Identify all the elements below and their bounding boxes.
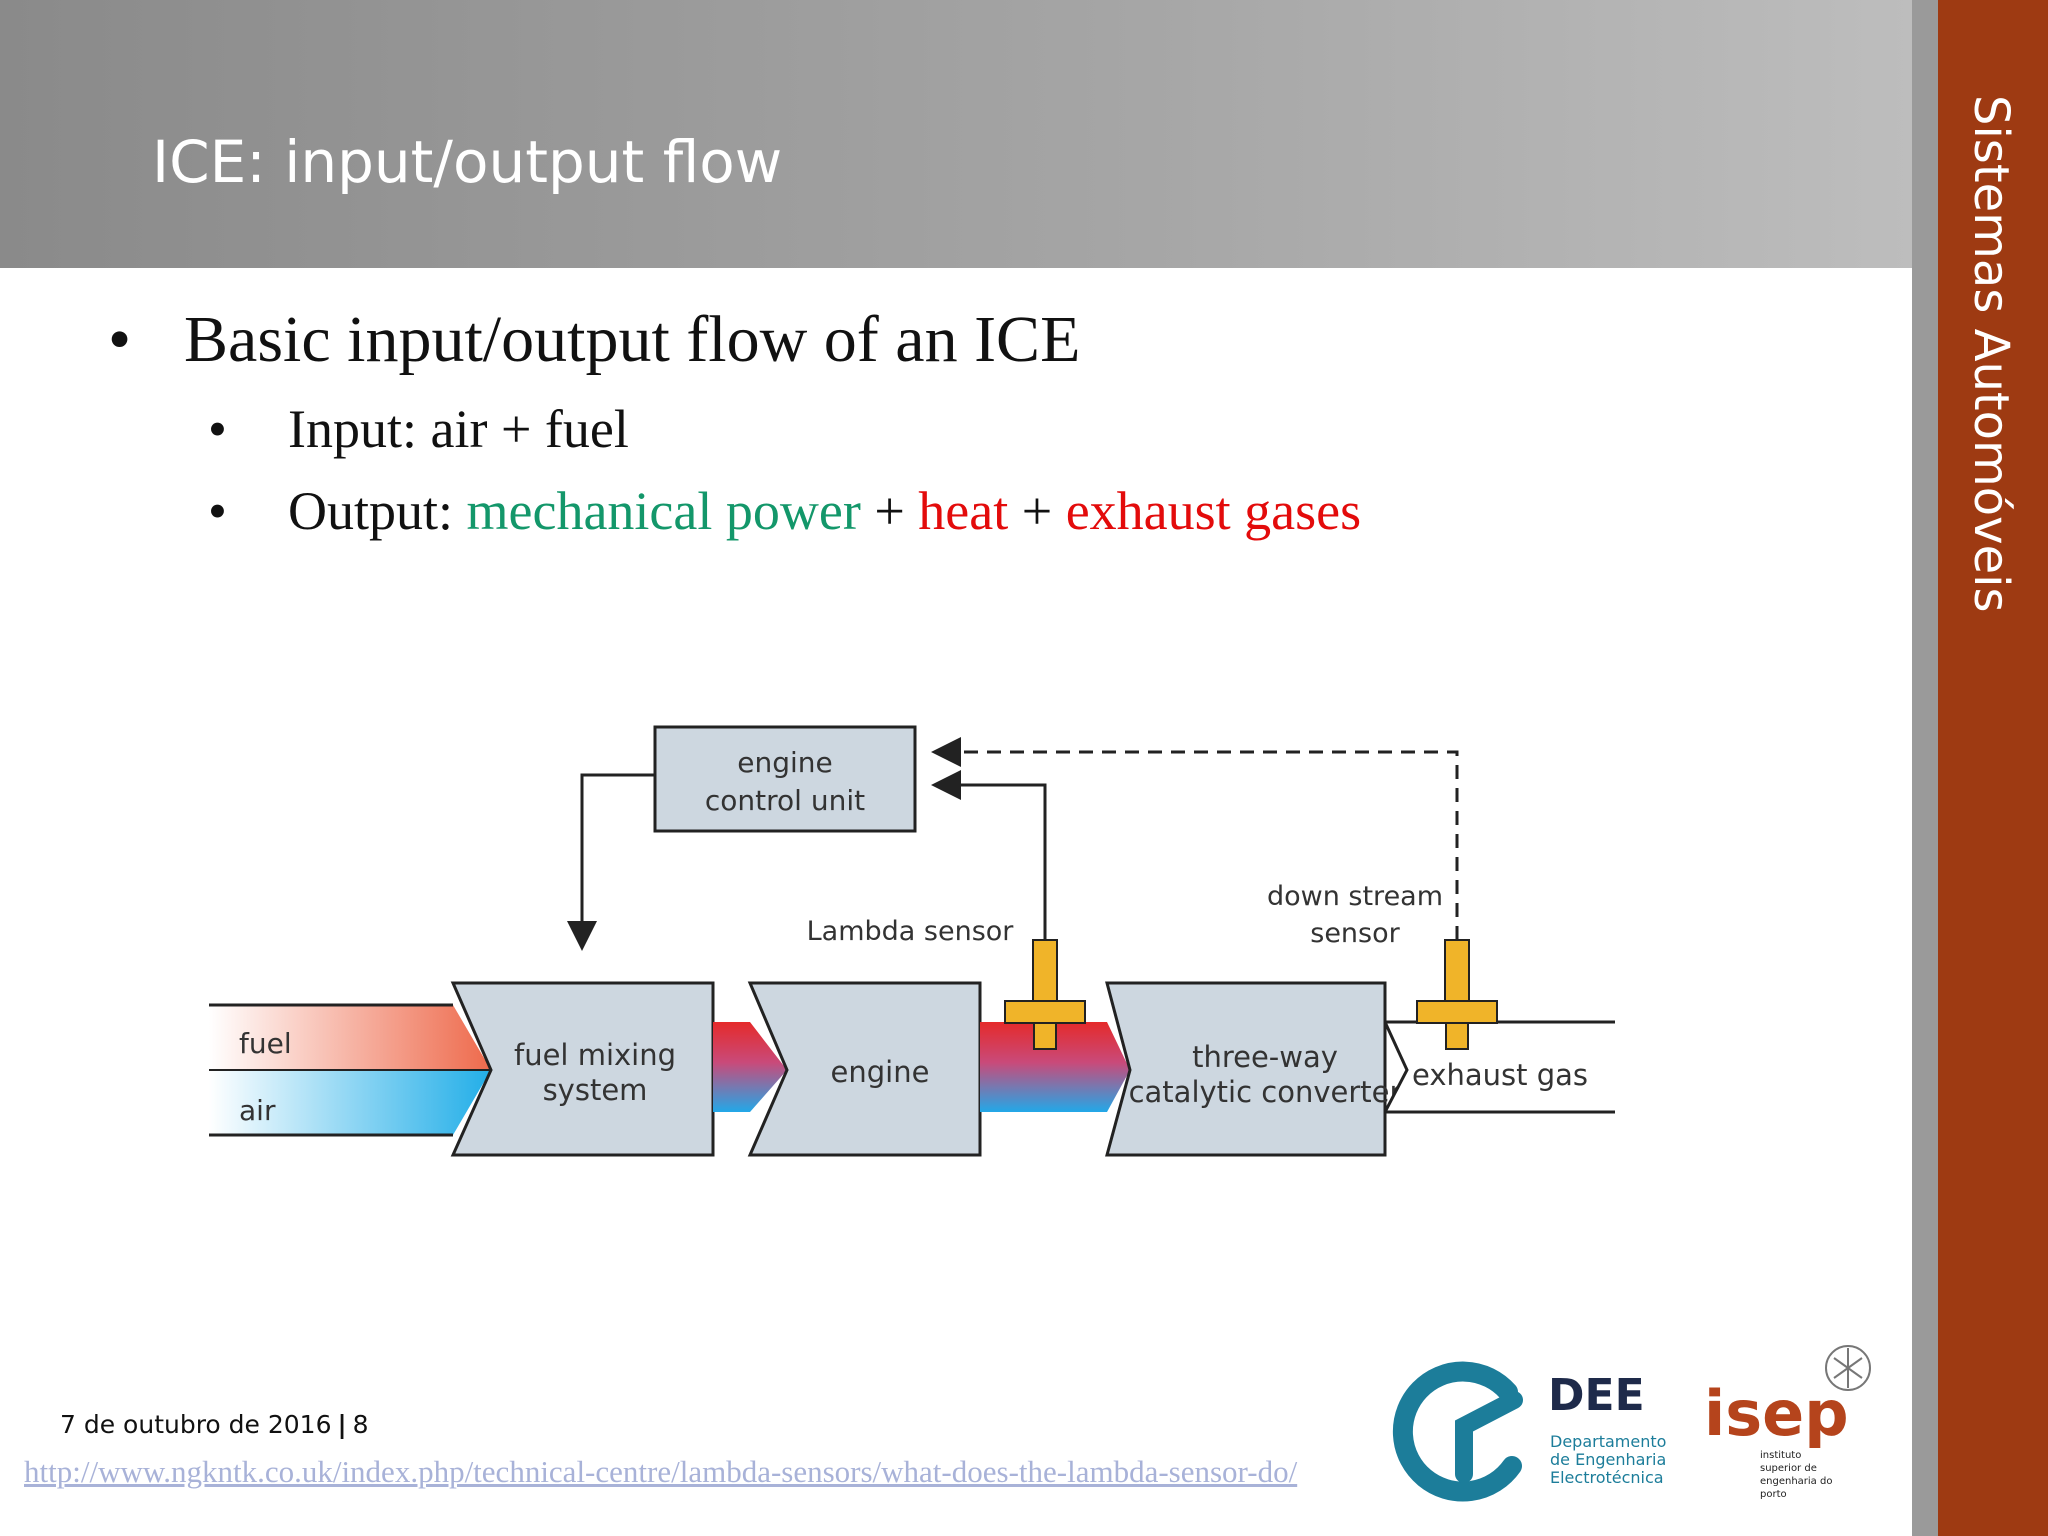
isep-line-3: engenharia do (1760, 1476, 1832, 1487)
sidebar-stripe (1912, 0, 1938, 1536)
slide-header (0, 0, 1912, 268)
mixture-flow (713, 1022, 787, 1112)
isep-name: isep (1704, 1377, 1849, 1450)
fuel-mixing-box (450, 981, 715, 1157)
catalytic-converter-box (1105, 981, 1387, 1157)
isep-logo: isep instituto superior de engenharia do… (1704, 1345, 1871, 1500)
dee-line-2: de Engenharia (1550, 1450, 1666, 1469)
down-stream-label-2: sensor (1310, 918, 1400, 949)
output-mechanical-power: mechanical power (466, 481, 861, 541)
ecu-label-2: control unit (705, 784, 865, 817)
air-label: air (239, 1094, 276, 1127)
bullet-dot: • (108, 303, 132, 376)
engine-label: engine (831, 1055, 930, 1089)
bullet-input-text: Input: air + fuel (288, 399, 629, 459)
bullet-dot: • (208, 481, 227, 541)
output-prefix: Output: (288, 481, 467, 541)
converter-label-1: three-way (1192, 1040, 1338, 1074)
fuel-mixing-label-1: fuel mixing (514, 1038, 676, 1072)
fuel-label: fuel (239, 1027, 292, 1060)
slide-title: ICE: input/output flow (152, 128, 783, 196)
footer-separator: | (337, 1410, 347, 1439)
isep-line-1: instituto (1760, 1450, 1801, 1461)
output-exhaust-gases: exhaust gases (1065, 481, 1362, 541)
dee-line-3: Electrotécnica (1550, 1468, 1664, 1487)
lambda-sensor-label: Lambda sensor (807, 916, 1015, 947)
bullet-main-text: Basic input/output flow of an ICE (184, 303, 1081, 376)
bullet-dot: • (208, 399, 227, 459)
isep-line-2: superior de (1760, 1463, 1817, 1474)
lambda-sensor (1004, 939, 1086, 1050)
ecu-to-mixer-arrow (567, 773, 655, 951)
downstream-to-ecu-arrow (931, 737, 1459, 940)
dee-logo: DEE Departamento de Engenharia Electroté… (1392, 1361, 1666, 1502)
footer-date: 7 de outubro de 2016|8 (60, 1410, 369, 1439)
dee-line-1: Departamento (1550, 1432, 1666, 1451)
source-link[interactable]: http://www.ngkntk.co.uk/index.php/techni… (24, 1454, 1298, 1489)
sidebar-title: Sistemas Automóveis (1963, 95, 2019, 613)
air-stream (209, 1070, 491, 1135)
bullet-input: • Input: air + fuel (208, 398, 629, 460)
exhaust-gas-label: exhaust gas (1412, 1058, 1588, 1092)
fuel-mixing-label-2: system (543, 1073, 648, 1107)
sidebar-band (1938, 0, 2048, 1536)
converter-label-2: catalytic converter (1129, 1075, 1402, 1109)
exhaust-gas-outlet (1385, 1022, 1615, 1112)
ice-flow-diagram: fuel air fuel mixing system engine three… (209, 725, 1615, 1157)
engine-box (747, 981, 982, 1157)
ecu-label-1: engine (737, 746, 833, 779)
exhaust-flow-hot (980, 1022, 1130, 1112)
date-text: 7 de outubro de 2016 (60, 1410, 332, 1439)
engine-control-unit-box (653, 725, 917, 833)
page-number: 8 (352, 1410, 369, 1439)
bullet-output: • Output: mechanical power + heat + exhau… (208, 480, 1361, 542)
output-heat: heat (918, 481, 1009, 541)
isep-line-4: porto (1760, 1489, 1787, 1500)
fuel-stream (209, 1005, 491, 1070)
down-stream-label-1: down stream (1267, 881, 1443, 912)
institution-logos: DEE Departamento de Engenharia Electroté… (1392, 1345, 1871, 1502)
lambda-to-ecu-arrow (931, 770, 1047, 940)
output-plus-1: + (860, 481, 919, 541)
output-plus-2: + (1008, 481, 1066, 541)
dee-name: DEE (1548, 1370, 1645, 1421)
bullet-main: • Basic input/output flow of an ICE (108, 302, 1080, 378)
